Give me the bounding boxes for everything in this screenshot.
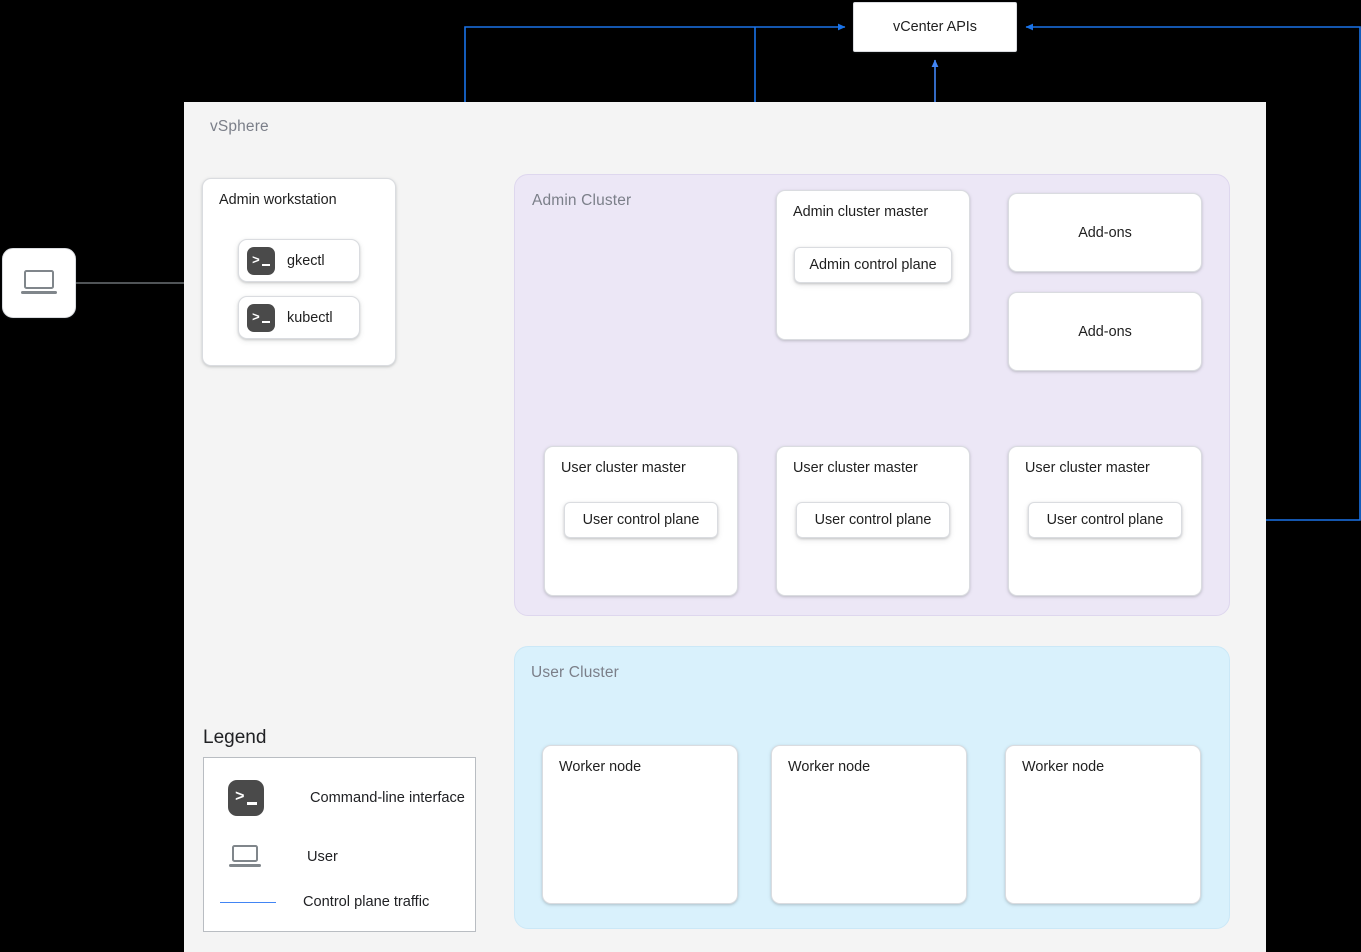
user-cluster-master-3-label: User cluster master <box>1025 460 1150 476</box>
node-cli-kubectl[interactable]: kubectl <box>238 296 360 339</box>
zone-vsphere-label: vSphere <box>210 118 269 135</box>
node-user[interactable] <box>2 248 76 318</box>
cli-kubectl-label: kubectl <box>287 309 333 326</box>
admin-workstation-label: Admin workstation <box>219 192 337 208</box>
user-control-plane-1-label: User control plane <box>582 512 700 528</box>
legend-title: Legend <box>203 727 267 748</box>
node-user-control-plane-1[interactable]: User control plane <box>564 502 718 538</box>
admin-cluster-master-label: Admin cluster master <box>793 204 929 220</box>
user-control-plane-3-label: User control plane <box>1046 512 1164 528</box>
user-cluster-master-1-label: User cluster master <box>561 460 686 476</box>
user-cluster-master-2-label: User cluster master <box>793 460 918 476</box>
zone-user-cluster-label: User Cluster <box>531 664 619 681</box>
zone-admin-cluster-label: Admin Cluster <box>532 192 632 209</box>
node-vcenter-apis[interactable]: vCenter APIs <box>853 2 1017 52</box>
legend-item-cli: Command-line interface <box>228 780 465 816</box>
line-swatch-icon <box>220 901 276 903</box>
laptop-icon <box>229 845 261 868</box>
cli-gkectl-label: gkectl <box>287 252 325 269</box>
addons-2-label: Add-ons <box>1078 323 1132 340</box>
laptop-icon <box>21 270 57 296</box>
terminal-icon <box>247 246 275 275</box>
node-user-control-plane-3[interactable]: User control plane <box>1028 502 1182 538</box>
worker-2-label: Worker node <box>788 759 871 775</box>
node-user-control-plane-2[interactable]: User control plane <box>796 502 950 538</box>
legend-item-user-label: User <box>307 848 338 865</box>
terminal-icon <box>247 303 275 332</box>
node-admin-control-plane[interactable]: Admin control plane <box>794 247 952 283</box>
node-worker-2[interactable]: Worker node <box>771 745 967 904</box>
admin-control-plane-label: Admin control plane <box>809 257 937 273</box>
node-addons-2[interactable]: Add-ons <box>1008 292 1202 371</box>
legend-item-traffic-label: Control plane traffic <box>303 894 430 910</box>
legend-item-traffic: Control plane traffic <box>220 894 429 910</box>
legend-item-user: User <box>229 845 338 868</box>
worker-3-label: Worker node <box>1022 759 1105 775</box>
node-worker-3[interactable]: Worker node <box>1005 745 1201 904</box>
addons-1-label: Add-ons <box>1078 224 1132 241</box>
edge-user-control-plane-3-to-vcenter <box>1025 23 1361 521</box>
node-worker-1[interactable]: Worker node <box>542 745 738 904</box>
vcenter-apis-label: vCenter APIs <box>893 19 977 35</box>
node-cli-gkectl[interactable]: gkectl <box>238 239 360 282</box>
legend-item-cli-label: Command-line interface <box>310 790 465 806</box>
terminal-icon <box>228 780 264 816</box>
node-addons-1[interactable]: Add-ons <box>1008 193 1202 272</box>
worker-1-label: Worker node <box>559 759 642 775</box>
user-control-plane-2-label: User control plane <box>814 512 932 528</box>
